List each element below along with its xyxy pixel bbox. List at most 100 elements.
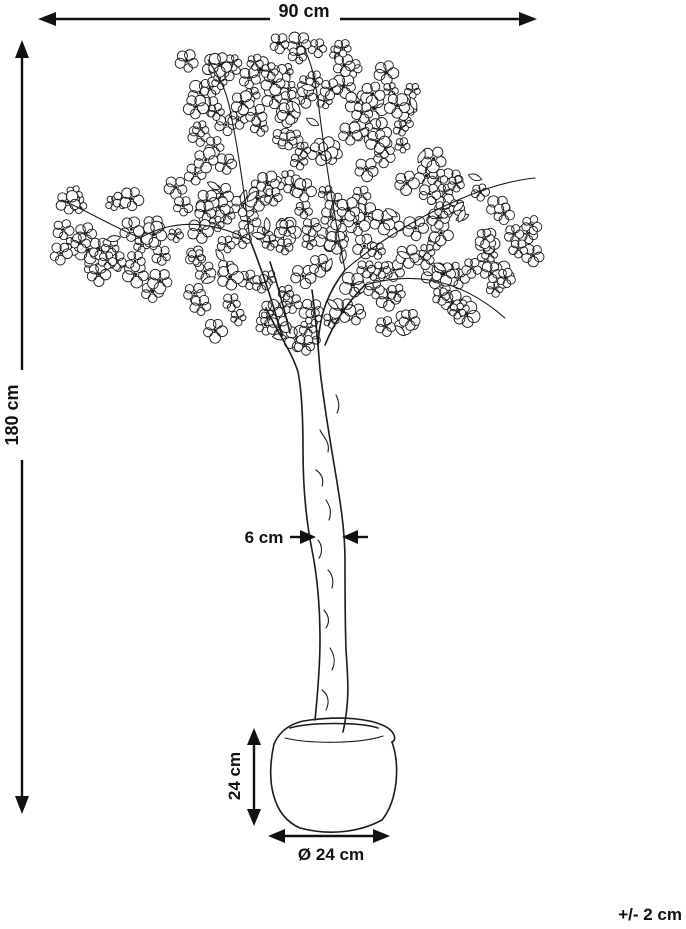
blossom [384, 93, 410, 119]
blossom [163, 176, 188, 200]
blossom-center [384, 70, 388, 74]
blossom-center [232, 61, 235, 64]
blossom [277, 284, 294, 301]
twig-left-1 [139, 223, 251, 241]
leaf [300, 84, 316, 92]
blossom-center [364, 267, 367, 270]
blossom [504, 224, 525, 245]
blossom-center [442, 272, 446, 276]
leaf [263, 217, 271, 233]
blossom-center [411, 89, 414, 92]
blossom [373, 60, 400, 86]
blossom-center [371, 92, 375, 96]
blossom [246, 53, 264, 71]
blossom [394, 137, 411, 154]
blossom [447, 175, 465, 193]
pot-height-arrow-top [247, 728, 261, 745]
blossom [387, 283, 406, 303]
blossom-center [355, 222, 359, 226]
blossom [301, 234, 318, 251]
blossom-center [517, 247, 520, 250]
twig-right-3 [364, 277, 506, 319]
leaf [215, 249, 225, 262]
trunk-width-dimension: 6 cm [245, 528, 368, 547]
blossom [375, 316, 397, 337]
blossom [418, 244, 436, 261]
twig-left-2 [61, 199, 141, 239]
blossom-center [489, 271, 493, 274]
blossom-center [230, 300, 233, 304]
blossom-center [198, 229, 202, 233]
blossom [275, 238, 294, 256]
blossom-center [306, 327, 309, 330]
blossom-center [228, 275, 232, 279]
blossom [222, 293, 241, 313]
blossom-center [287, 111, 291, 115]
blossom [398, 308, 421, 331]
blossom [392, 120, 409, 137]
blossom-center [483, 237, 486, 240]
blossom-center [395, 291, 398, 294]
blossom [230, 90, 255, 116]
blossom [434, 201, 452, 219]
blossom-center [277, 41, 281, 45]
blossom [245, 103, 268, 126]
blossom-center [86, 248, 90, 252]
blossom-center [502, 212, 505, 215]
blossom [418, 183, 442, 206]
blossom-center [248, 76, 251, 80]
pot-inner-rim [284, 735, 384, 743]
blossom [261, 62, 279, 81]
blossom-center [307, 241, 310, 243]
blossom [52, 219, 75, 241]
blossom-center [443, 190, 446, 193]
blossom-center [199, 303, 202, 307]
tolerance-note: +/- 2 cm [618, 905, 682, 924]
blossom-center [215, 110, 218, 113]
pot-height-label: 24 cm [225, 752, 244, 800]
blossom-center [431, 157, 436, 161]
blossom [140, 220, 168, 248]
height-label-bg [4, 370, 40, 460]
trunk-left-arrow [300, 530, 316, 544]
height-arrow-top [15, 40, 29, 58]
branch-left-inner [269, 261, 291, 334]
leaf [394, 325, 406, 337]
blossom-center [291, 184, 295, 187]
blossom-center [140, 243, 143, 246]
blossom [402, 216, 429, 242]
leaf [396, 251, 412, 260]
blossom-center [341, 47, 344, 50]
blossom [214, 153, 238, 175]
blossom-center [291, 302, 294, 305]
blossom-center [428, 192, 432, 196]
blossom-center [271, 95, 275, 99]
blossom [360, 81, 386, 108]
bark-mark-1 [319, 429, 329, 453]
leaf [291, 100, 301, 114]
blossom-center [253, 61, 256, 64]
blossom-center [213, 144, 216, 148]
blossom-center [531, 253, 535, 257]
blossom [323, 231, 348, 255]
leaf [384, 208, 398, 218]
blossom-center [213, 329, 217, 332]
leaf [457, 208, 466, 223]
blossom [351, 102, 374, 124]
canopy [49, 31, 545, 356]
blossom-center [297, 160, 301, 163]
blossom-center [456, 309, 459, 312]
blossom-center [470, 266, 474, 269]
blossom [449, 302, 467, 320]
width-label-bg [270, 0, 340, 26]
branch-right-main [317, 269, 346, 346]
blossom [119, 216, 145, 242]
blossom-center [255, 113, 258, 116]
blossom [356, 260, 376, 279]
pot-rim [273, 717, 396, 745]
blossom-center [401, 144, 404, 147]
blossom-center [425, 250, 428, 253]
twig-up-3 [317, 99, 346, 271]
blossom [194, 200, 217, 223]
